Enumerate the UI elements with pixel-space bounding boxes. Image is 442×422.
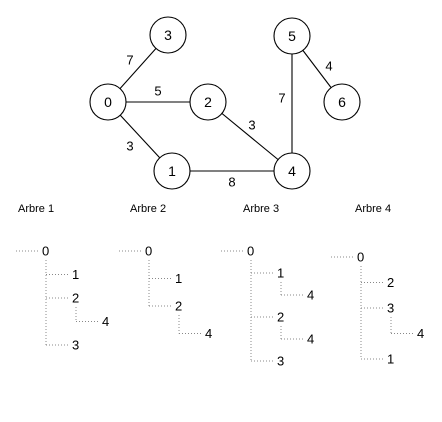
tree-node-label: 2 — [72, 291, 79, 306]
edge-weight-0-3: 7 — [126, 53, 133, 68]
graph-node-3 — [149, 16, 187, 54]
tree-node-label: 1 — [72, 267, 79, 282]
graph-node-6 — [323, 83, 361, 121]
graph-node-1 — [153, 152, 191, 190]
tree-title: Arbre 4 — [355, 203, 391, 215]
tree-node-label: 3 — [387, 301, 394, 316]
tree-2: Arbre 2 0 1 2 4 — [119, 203, 212, 341]
tree-3: Arbre 3 0 1 4 2 4 3 — [221, 203, 314, 369]
graph-node-label-2: 2 — [204, 94, 212, 110]
graph-node-5 — [273, 17, 311, 55]
edge-weight-5-6: 4 — [325, 59, 332, 74]
graph-node-label-5: 5 — [288, 28, 296, 44]
tree-node-label: 3 — [277, 354, 284, 369]
tree-node-label: 0 — [357, 250, 364, 265]
edge-weight-0-2: 5 — [154, 84, 161, 99]
graph-node-label-6: 6 — [338, 94, 346, 110]
tree-node-label: 0 — [42, 244, 49, 259]
tree-node-label: 0 — [145, 244, 152, 259]
tree-title: Arbre 2 — [130, 203, 166, 215]
weighted-graph: 7 5 3 8 3 7 4 0 1 2 3 4 5 6 — [89, 16, 361, 190]
tree-node-label: 2 — [387, 275, 394, 290]
graph-node-label-4: 4 — [288, 163, 296, 179]
tree-node-label: 1 — [387, 352, 394, 367]
tree-node-label: 0 — [247, 244, 254, 259]
graph-node-0 — [89, 83, 127, 121]
tree-node-label: 4 — [205, 326, 212, 341]
tree-node-label: 2 — [277, 310, 284, 325]
tree-node-label: 1 — [277, 266, 284, 281]
edge-weight-0-1: 3 — [126, 139, 133, 154]
graph-node-4 — [273, 152, 311, 190]
tree-node-label: 3 — [72, 338, 79, 353]
edge-weight-1-4: 8 — [228, 175, 235, 190]
graph-node-label-1: 1 — [168, 163, 176, 179]
tree-node-label: 2 — [175, 299, 182, 314]
tree-node-label: 4 — [102, 314, 109, 329]
edge-weight-2-4: 3 — [248, 118, 255, 133]
tree-4: Arbre 4 0 2 3 4 1 — [331, 203, 424, 367]
graph-node-label-3: 3 — [164, 27, 172, 43]
tree-node-label: 4 — [307, 332, 314, 347]
tree-1: Arbre 1 0 1 2 4 3 — [16, 203, 109, 353]
tree-title: Arbre 1 — [18, 203, 54, 215]
tree-node-label: 4 — [307, 288, 314, 303]
tree-title: Arbre 3 — [243, 203, 279, 215]
graph-node-label-0: 0 — [104, 94, 112, 110]
graph-node-2 — [189, 83, 227, 121]
edge-weight-5-4: 7 — [278, 91, 285, 106]
tree-node-label: 4 — [417, 326, 424, 341]
tree-node-label: 1 — [175, 271, 182, 286]
